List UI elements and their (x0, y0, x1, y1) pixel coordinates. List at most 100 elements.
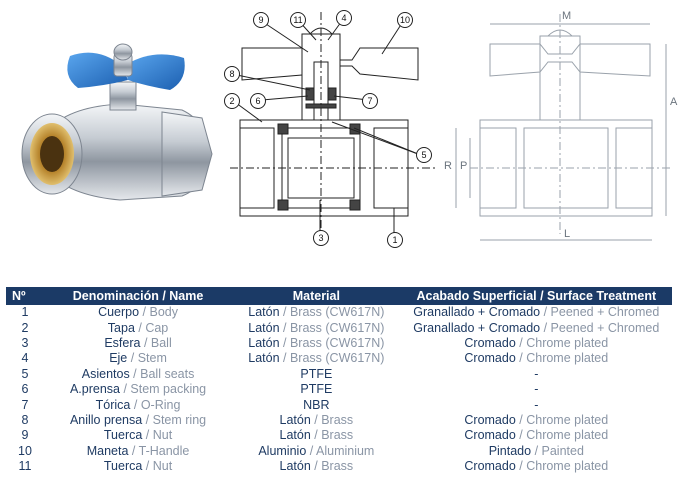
callout-6: 6 (250, 93, 266, 109)
dim-label-m: M (562, 10, 572, 22)
table-header-row: Nº Denominación / Name Material Acabado … (6, 287, 672, 305)
callout-1: 1 (387, 232, 403, 248)
cell-name-en: Stem (137, 351, 167, 366)
cell-material-value: NBR (303, 397, 330, 412)
dimension-drawing (455, 14, 670, 241)
cell-material-value: PTFE (300, 382, 333, 397)
cell-name: Eje / Stem (44, 351, 232, 366)
cell-finish: Cromado / Chrome plated (401, 459, 672, 474)
cell-name-es: Maneta (86, 443, 129, 458)
slash-separator: / (134, 320, 146, 335)
callout-5: 5 (416, 147, 432, 163)
cell-name-es: Tórica (95, 397, 131, 412)
cell-name-en: Ball (150, 335, 172, 350)
cell-finish-en: Peened + Chromed (550, 320, 660, 335)
cell-material-en: Aluminium (316, 443, 375, 458)
slash-separator: / (119, 382, 131, 397)
slash-separator: / (515, 412, 527, 427)
cell-finish-en: Chrome plated (526, 428, 609, 443)
cell-finish-es: Cromado (464, 351, 516, 366)
slash-separator: / (139, 305, 150, 320)
slash-separator: / (142, 428, 153, 443)
cell-finish-es: Granallado + Cromado (413, 305, 541, 320)
slash-separator: / (279, 320, 290, 335)
cell-material: PTFE (232, 367, 401, 382)
cell-material-es: Latón (279, 428, 311, 443)
cell-material-en: Brass (321, 412, 354, 427)
slash-separator: / (310, 428, 322, 443)
cell-name-en: T-Handle (138, 443, 190, 458)
cell-number: 4 (21, 351, 29, 366)
cell-number: 8 (21, 412, 29, 427)
slash-separator: / (515, 335, 527, 350)
cell-name-en: Stem ring (152, 412, 207, 427)
cell-name-es: Asientos (81, 366, 130, 381)
callout-2: 2 (224, 93, 240, 109)
cell-material: Latón / Brass (CW617N) (232, 305, 401, 320)
header-finish: Acabado Superficial / Surface Treatment (400, 287, 672, 305)
cell-name-es: Cuerpo (98, 305, 140, 320)
cell-number: 9 (21, 428, 29, 443)
cell-material-es: Latón (279, 459, 311, 474)
cell-material-es: Aluminio (258, 443, 307, 458)
cell-name-es: Esfera (104, 335, 141, 350)
cell-finish-es: Cromado (464, 412, 516, 427)
cell-number: 1 (21, 305, 29, 320)
cell-finish-en: Chrome plated (526, 335, 609, 350)
cell-number: 10 (18, 443, 32, 458)
cell-material-en: Brass (CW617N) (289, 351, 385, 366)
cell-name: Tuerca / Nut (44, 459, 232, 474)
cell-finish: - (401, 367, 672, 382)
cell-finish: Cromado / Chrome plated (401, 413, 672, 428)
callout-10: 10 (397, 12, 413, 28)
cell-name: Tapa / Cap (44, 320, 232, 335)
cell-number: 5 (21, 366, 29, 381)
dim-label-r: R (444, 160, 452, 172)
cell-finish: - (401, 382, 672, 397)
figures-row: 9 11 4 10 8 2 6 7 5 3 1 M A R P L (21, 10, 677, 248)
slash-separator: / (306, 443, 316, 458)
cell-material: Latón / Brass (CW617N) (232, 351, 401, 366)
cell-material-es: Latón (248, 335, 280, 350)
dim-label-l: L (564, 228, 571, 240)
callout-9: 9 (253, 12, 269, 28)
cell-material-en: Brass (321, 428, 354, 443)
slash-separator: / (310, 412, 322, 427)
cell-number: 6 (21, 382, 29, 397)
cell-name: Asientos / Ball seats (44, 367, 232, 382)
cell-material: NBR (232, 397, 401, 412)
cell-name-es: Tapa (107, 320, 135, 335)
cell-name-en: Nut (152, 428, 173, 443)
cell-material: Latón / Brass (CW617N) (232, 320, 401, 335)
cell-finish-es: Pintado (488, 443, 532, 458)
slash-separator: / (279, 351, 290, 366)
cell-material: Latón / Brass (232, 459, 401, 474)
cell-name-es: Tuerca (103, 459, 143, 474)
cell-material-es: Latón (248, 305, 280, 320)
cell-finish: - (401, 397, 672, 412)
cross-section-drawing (230, 12, 436, 236)
cell-name-es: Eje (109, 351, 128, 366)
slash-separator: / (515, 428, 527, 443)
cell-number: 11 (18, 459, 32, 474)
cell-name: Tórica / O-Ring (44, 397, 232, 412)
cell-material: Latón / Brass (232, 413, 401, 428)
cell-number: 3 (21, 335, 29, 350)
cell-finish-es: Cromado (464, 335, 516, 350)
callout-4: 4 (336, 10, 352, 26)
cell-finish: Cromado / Chrome plated (401, 336, 672, 351)
cell-finish-es: Cromado (464, 428, 516, 443)
callout-11: 11 (290, 12, 306, 28)
cell-number: 2 (21, 320, 29, 335)
cell-finish-es: Granallado + Cromado (413, 320, 541, 335)
cell-name-en: O-Ring (140, 397, 181, 412)
cell-finish-en: Painted (541, 443, 584, 458)
